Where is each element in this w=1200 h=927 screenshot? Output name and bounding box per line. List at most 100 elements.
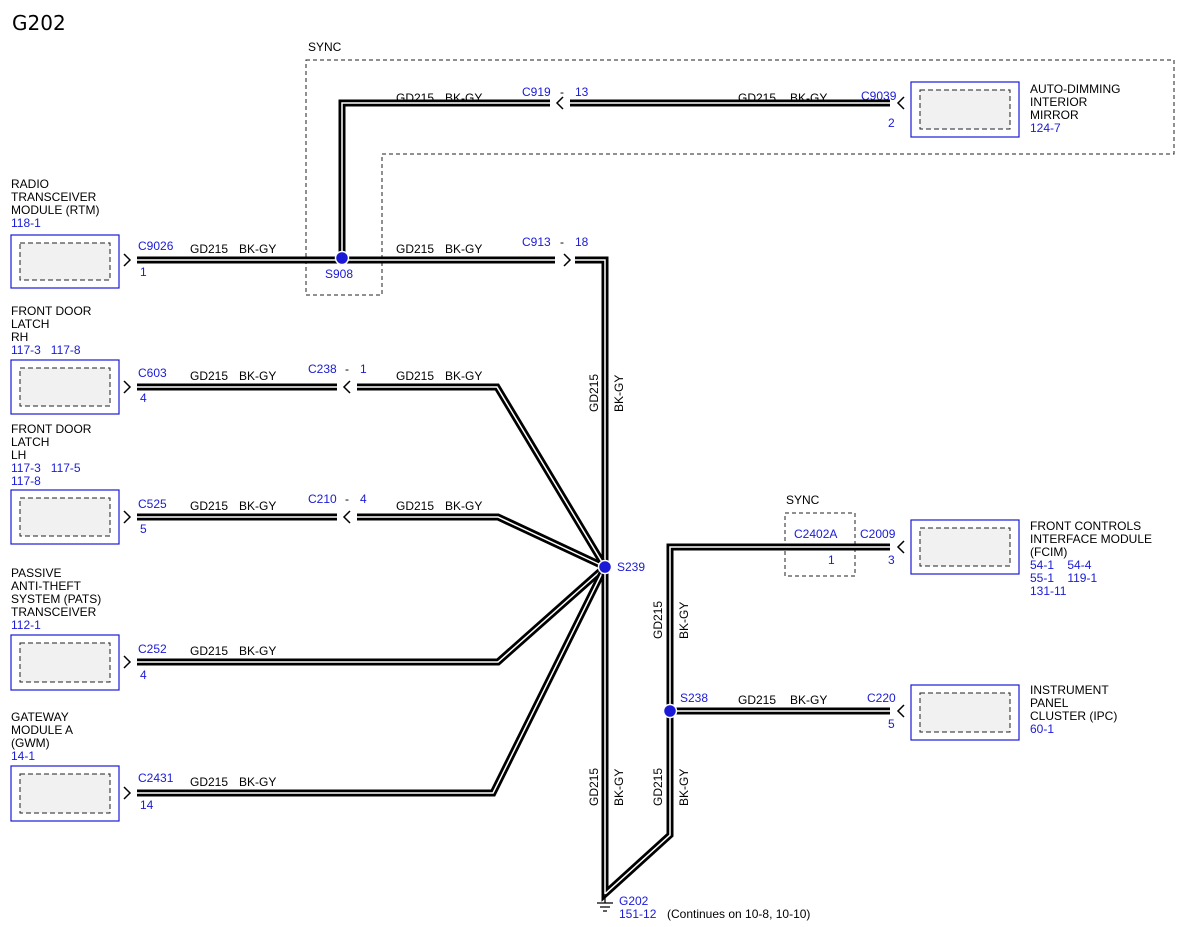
component-mirror: C9039 2 AUTO-DIMMING INTERIOR MIRROR 124…: [861, 81, 1120, 138]
wire-pats: [137, 564, 608, 666]
color-label-vertical: BK-GY: [677, 769, 691, 806]
fdl-lh-ref-link-2[interactable]: 117-8: [11, 474, 41, 488]
inline-dash: -: [560, 235, 564, 249]
ground-icon: [597, 894, 613, 912]
fdl-lh-ref-link-1[interactable]: 117-3 117-5: [11, 461, 81, 475]
mirror-name-3: MIRROR: [1030, 108, 1079, 122]
circuit-label: GD215: [190, 242, 228, 256]
fcim-name-3: (FCIM): [1030, 545, 1067, 559]
fdl-lh-name-3: LH: [11, 448, 26, 462]
inline-connector-c913-symbol: [555, 253, 575, 267]
rtm-connector[interactable]: C9026: [138, 239, 174, 253]
circuit-label: GD215: [738, 91, 776, 105]
inline-connector-c913[interactable]: C913: [522, 235, 551, 249]
fcim-name-2: INTERFACE MODULE: [1030, 532, 1152, 546]
color-label: BK-GY: [239, 242, 276, 256]
splice-s908-label: S908: [325, 267, 353, 281]
inline-connector-c919-symbol: [550, 96, 570, 110]
splice-s239-label: S239: [617, 560, 645, 574]
fcim-ref-link-1[interactable]: 54-1 54-4: [1030, 558, 1092, 572]
ipc-name-3: CLUSTER (IPC): [1030, 709, 1117, 723]
ipc-ref-link[interactable]: 60-1: [1030, 722, 1054, 736]
fcim-pin: 3: [888, 553, 895, 567]
fcim-connector[interactable]: C2009: [860, 527, 896, 541]
circuit-label: GD215: [190, 644, 228, 658]
circuit-label-vertical: GD215: [587, 768, 601, 806]
circuit-label-vertical: GD215: [587, 374, 601, 412]
ground-note: (Continues on 10-8, 10-10): [667, 907, 810, 921]
rtm-name-1: RADIO: [11, 177, 49, 191]
component-ipc: C220 5 INSTRUMENT PANEL CLUSTER (IPC) 60…: [867, 683, 1117, 741]
gwm-name-1: GATEWAY: [11, 710, 69, 724]
fcim-name-1: FRONT CONTROLS: [1030, 519, 1141, 533]
pats-connector[interactable]: C252: [138, 642, 167, 656]
circuit-label: GD215: [396, 499, 434, 513]
circuit-label-vertical: GD215: [651, 768, 665, 806]
component-rtm: RADIO TRANSCEIVER MODULE (RTM) 118-1 C90…: [10, 177, 174, 289]
inline-connectors: C919 - 13 C913 - 18 C238 - 1 C210 - 4 C2…: [308, 85, 837, 567]
inline-dash: -: [560, 85, 564, 99]
inline-pin-c2402a: 1: [828, 553, 835, 567]
ground-name: G202: [619, 894, 649, 908]
inline-pin-c913: 18: [575, 235, 589, 249]
color-label: BK-GY: [239, 499, 276, 513]
ipc-connector[interactable]: C220: [867, 691, 896, 705]
mirror-connector[interactable]: C9039: [861, 89, 897, 103]
circuit-label-vertical: GD215: [651, 601, 665, 639]
diagram-title: G202: [12, 11, 66, 35]
pats-name-4: TRANSCEIVER: [11, 605, 97, 619]
gwm-name-2: MODULE A: [11, 723, 73, 737]
fdl-rh-ref-link[interactable]: 117-3 117-8: [11, 343, 81, 357]
circuit-label: GD215: [738, 693, 776, 707]
sync-region-top: [305, 59, 1175, 296]
component-fdl-lh: FRONT DOOR LATCH LH 117-3 117-5 117-8 C5…: [10, 422, 167, 545]
color-label: BK-GY: [445, 242, 482, 256]
color-label-vertical: BK-GY: [612, 375, 626, 412]
sync-label-fcim: SYNC: [786, 493, 820, 507]
inline-connector-c2402a[interactable]: C2402A: [794, 527, 837, 541]
wire-gwm: [137, 565, 609, 797]
splice-s908-dot[interactable]: [334, 250, 350, 266]
color-label: BK-GY: [790, 91, 827, 105]
rtm-name-3: MODULE (RTM): [11, 203, 99, 217]
gwm-ref-link[interactable]: 14-1: [11, 749, 35, 763]
wire-mirror-s908: [338, 99, 890, 258]
splice-s238-label: S238: [680, 691, 708, 705]
fdl-lh-connector[interactable]: C525: [138, 497, 167, 511]
fcim-ref-link-3[interactable]: 131-11: [1030, 584, 1067, 598]
color-label: BK-GY: [239, 775, 276, 789]
color-label: BK-GY: [445, 91, 482, 105]
splice-s238-dot[interactable]: [662, 703, 678, 719]
inline-connector-c238[interactable]: C238: [308, 362, 337, 376]
circuit-label: GD215: [396, 242, 434, 256]
circuit-label: GD215: [190, 775, 228, 789]
inline-pin-c210: 4: [360, 492, 367, 506]
fcim-ref-link-2[interactable]: 55-1 119-1: [1030, 571, 1097, 585]
gwm-name-3: (GWM): [11, 736, 50, 750]
sync-label-top: SYNC: [308, 40, 342, 54]
ground-g202: G202 151-12 (Continues on 10-8, 10-10): [597, 894, 810, 921]
color-label: BK-GY: [445, 499, 482, 513]
mirror-ref-link[interactable]: 124-7: [1030, 121, 1061, 135]
pats-ref-link[interactable]: 112-1: [11, 618, 41, 632]
color-label-vertical: BK-GY: [612, 769, 626, 806]
splice-s239-dot[interactable]: [597, 559, 613, 575]
fdl-rh-name-2: LATCH: [11, 317, 49, 331]
ground-ref-link[interactable]: 151-12: [619, 907, 657, 921]
pats-name-3: SYSTEM (PATS): [11, 592, 101, 606]
gwm-connector[interactable]: C2431: [138, 771, 174, 785]
inline-connector-c210[interactable]: C210: [308, 492, 337, 506]
splices: S908 S239 S238: [325, 250, 708, 719]
fdl-rh-connector[interactable]: C603: [138, 366, 167, 380]
component-pats: PASSIVE ANTI-THEFT SYSTEM (PATS) TRANSCE…: [10, 566, 167, 691]
rtm-ref-link[interactable]: 118-1: [11, 216, 41, 230]
pats-pin: 4: [140, 668, 147, 682]
color-label: BK-GY: [239, 369, 276, 383]
ipc-name-1: INSTRUMENT: [1030, 683, 1109, 697]
wire-rtm-c913: [137, 256, 609, 567]
circuit-label: GD215: [190, 499, 228, 513]
circuit-label: GD215: [190, 369, 228, 383]
fdl-rh-pin: 4: [140, 391, 147, 405]
inline-connector-c919[interactable]: C919: [522, 85, 551, 99]
